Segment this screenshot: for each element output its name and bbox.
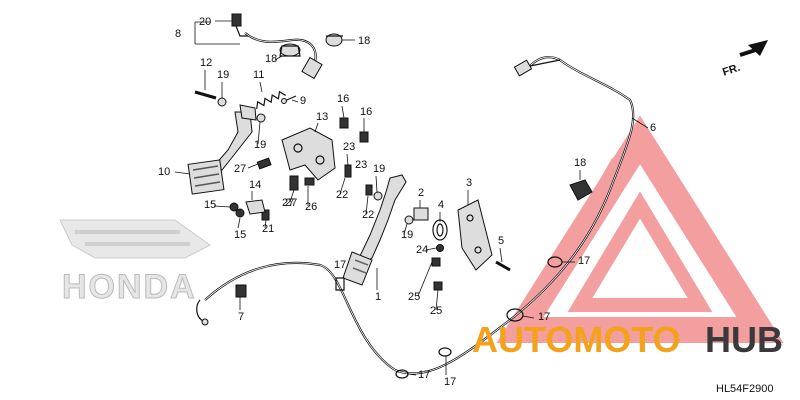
callout-label-2: 2	[418, 187, 424, 199]
callout-label-19: 19	[373, 163, 385, 175]
front-label: FR.	[721, 62, 742, 79]
callout-label-16: 16	[337, 93, 349, 105]
callout-label-25: 25	[408, 291, 420, 303]
callout-leader-15	[213, 205, 231, 208]
callout-leader-21	[264, 219, 267, 229]
logo-triangle	[496, 115, 784, 343]
callout-label-10: 10	[158, 166, 170, 178]
callout-label-12: 12	[200, 57, 212, 69]
part-20-clip	[231, 13, 248, 37]
callout-label-27: 27	[282, 197, 294, 209]
callout-label-1: 1	[375, 291, 381, 303]
callout-label-18: 18	[574, 157, 586, 169]
callout-leader-24	[425, 247, 437, 251]
callout-leader-17	[522, 315, 535, 319]
part-7-connector	[235, 284, 247, 298]
callout-label-8: 8	[175, 28, 181, 40]
part-4-spring	[432, 219, 448, 241]
part-5-pin	[495, 260, 511, 272]
part-18-clip-b	[325, 33, 343, 47]
callout-leader-19	[375, 175, 378, 193]
callout-label-17: 17	[418, 369, 430, 381]
callout-label-11: 11	[253, 69, 264, 81]
callout-label-21: 21	[262, 223, 274, 235]
callout-label-6: 6	[650, 122, 656, 134]
callout-label-17: 17	[334, 259, 346, 271]
diagram-code: HL54F2900	[716, 383, 774, 395]
callout-label-17: 17	[538, 311, 550, 323]
front-direction-indicator: FR.	[721, 40, 768, 79]
callout-label-26: 26	[305, 201, 317, 213]
logo-text-automoto: AUTOMOTO	[472, 319, 681, 360]
callout-label-19: 19	[254, 139, 266, 151]
callout-label-17: 17	[578, 255, 590, 267]
callout-leader-5	[499, 247, 503, 263]
part-14-plate	[229, 199, 266, 218]
callout-label-22: 22	[336, 189, 348, 201]
callout-leader-27	[247, 163, 259, 169]
callout-label-19: 19	[401, 229, 413, 241]
callout-leader-19	[257, 121, 261, 145]
callout-label-5: 5	[498, 235, 504, 247]
part-2-bush	[413, 207, 429, 221]
callout-leader-27	[289, 189, 295, 203]
callout-label-17: 17	[444, 376, 456, 388]
callout-label-22: 22	[362, 209, 374, 221]
callout-leader-6	[631, 117, 649, 129]
logo-text-hub: HUB	[705, 319, 783, 360]
callout-label-19: 19	[217, 69, 229, 81]
part-11-spring	[256, 90, 286, 110]
part-19-washers	[217, 97, 414, 225]
callout-label-4: 4	[438, 199, 444, 211]
callout-label-27: 27	[285, 197, 297, 209]
callout-leader-19	[403, 223, 408, 235]
automotohub-logo: AUTOMOTO HUB	[472, 319, 783, 360]
callout-label-14: 14	[249, 179, 261, 191]
callout-label-20: 20	[199, 16, 211, 28]
part-18-clip-c	[569, 179, 593, 201]
callout-leader-22	[365, 195, 369, 215]
part-10-pedal-arm	[187, 104, 257, 195]
callout-label-25: 25	[430, 305, 442, 317]
callout-leaders	[174, 20, 649, 376]
callout-label-27: 27	[234, 163, 246, 175]
callout-label-15: 15	[204, 199, 216, 211]
callout-leader-13	[314, 122, 319, 133]
callout-leader-11	[259, 81, 263, 93]
callout-label-18: 18	[265, 53, 277, 65]
callout-leader-16	[341, 105, 345, 119]
cable-8	[244, 32, 323, 80]
callout-leader-23	[346, 153, 349, 167]
part-12-pin	[194, 90, 217, 100]
callout-leader-15	[237, 217, 241, 229]
part-3-plate	[457, 199, 493, 271]
callout-leader-25	[435, 289, 439, 311]
part-18-clip-a	[279, 43, 301, 57]
part-24-25	[431, 244, 444, 291]
part-1-pedal	[342, 174, 407, 286]
callout-label-9: 9	[300, 95, 306, 107]
callout-label-16: 16	[360, 106, 372, 118]
callout-label-24: 24	[416, 244, 428, 256]
callout-leader-10	[174, 171, 191, 175]
honda-wordmark: HONDA	[62, 268, 197, 306]
callout-label-23: 23	[355, 159, 367, 171]
callout-leader-17	[407, 373, 417, 376]
cable-6	[196, 55, 635, 375]
callout-label-15: 15	[234, 229, 246, 241]
honda-wing-watermark: HONDA	[59, 219, 211, 307]
part-13-bracket	[281, 127, 336, 181]
callout-label-18: 18	[358, 35, 370, 47]
part-9-pin	[281, 95, 297, 104]
bolts	[256, 117, 373, 221]
callout-leader-22	[339, 177, 346, 195]
callout-label-13: 13	[316, 111, 328, 123]
callout-label-23: 23	[343, 141, 355, 153]
callout-label-3: 3	[466, 177, 472, 189]
callout-leader-9	[291, 99, 299, 103]
callout-leader-18	[274, 55, 283, 61]
callout-label-7: 7	[238, 311, 244, 323]
callout-leader-25	[417, 261, 433, 297]
